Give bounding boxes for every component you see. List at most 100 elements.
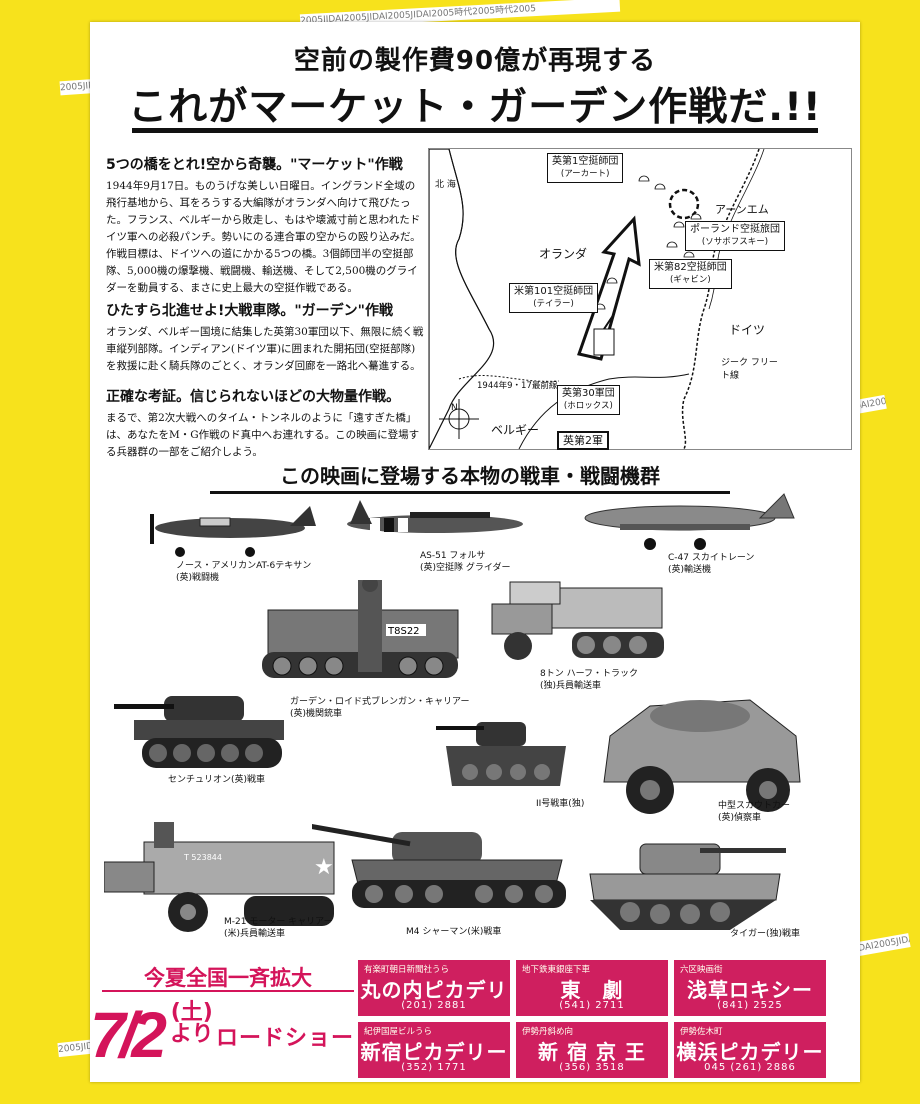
map-netherlands-label: オランダ <box>539 247 588 261</box>
section-body: 1944年9月17日。ものうげな美しい日曜日。イングランド全域の飛行基地から、耳… <box>106 180 421 294</box>
c47-skytrain-illustration <box>584 493 795 550</box>
vehicle-caption: M4 シャーマン(米)戦車 <box>406 926 501 938</box>
unit-commander: (ホロックス) <box>563 401 613 411</box>
vehicle-name: AS-51 フォルサ <box>420 551 486 561</box>
m4-sherman-illustration <box>312 823 566 908</box>
header-rule <box>132 128 818 133</box>
unit-name: 英第30軍団 <box>562 388 615 399</box>
theater-location: 地下鉄東銀座下車 <box>522 965 591 975</box>
vehicle-name: ノース・アメリカンAT-6テキサン <box>176 561 312 571</box>
map-arnhem-label: アーンエム <box>715 203 769 216</box>
map-graphic <box>429 149 765 449</box>
theater-location: 有楽町朝日新聞社うら <box>364 965 450 975</box>
release-weekday: (土) <box>170 1000 213 1025</box>
panzer-ii-illustration <box>436 722 566 786</box>
theater-location: 伊勢佐木町 <box>680 1027 723 1037</box>
centurion-tank-illustration <box>114 696 284 768</box>
theater-marunouchi: 有楽町朝日新聞社うら 丸の内ピカデリー (201) 2881 <box>358 960 510 1031</box>
horsa-glider-illustration <box>347 500 523 533</box>
theater-yokohama: 伊勢佐木町 横浜ピカデリー 045 (261) 2886 <box>674 1022 826 1078</box>
bren-carrier-illustration: T8S22 <box>262 580 459 678</box>
map-front-label: 1944年9・17最前線 <box>477 381 558 391</box>
section-garden: ひたすら北進せよ!大戦車隊。"ガーデン"作戦 オランダ、ベルギー国境に結集した英… <box>106 300 424 375</box>
header-title: これがマーケット・ガーデン作戦だ.!! <box>128 85 822 130</box>
theater-phone: 045 (261) 2886 <box>704 1062 796 1073</box>
vehicles-heading: この映画に登場する本物の戦車・戦闘機群 <box>210 460 730 494</box>
vehicle-caption: タイガー(独)戦車 <box>730 928 800 940</box>
theater-location: 伊勢丹斜め向 <box>522 1027 574 1037</box>
theater-name: 新宿ピカデリー <box>360 1040 508 1064</box>
release-date: 7/2 <box>90 999 167 1071</box>
theater-name: 横浜ピカデリー <box>676 1040 824 1064</box>
release-promo: 今夏全国一斉拡大 7/2 (土) より ロードショー 有楽町朝日新聞社うら 丸の… <box>90 956 860 1082</box>
map-siegfried-label: ジーク フリート線 <box>721 358 778 381</box>
theater-location: 六区映画街 <box>680 965 723 975</box>
unit-box-us-101st-airborne: 米第101空挺師団 (テイラー) <box>509 283 599 313</box>
theater-phone: (201) 2881 <box>401 1000 467 1011</box>
unit-commander: (ソサボフスキー) <box>701 237 769 247</box>
vehicle-type: (英)輸送機 <box>668 565 712 575</box>
roadshow-label: ロードショー <box>216 1026 355 1051</box>
m21-plate-text: T 523844 <box>183 853 222 862</box>
scout-car-illustration <box>603 699 801 814</box>
unit-name: 米第82空挺師団 <box>654 262 727 273</box>
theater-phone: (352) 1771 <box>401 1062 467 1073</box>
vehicle-caption: II号戦車(独) <box>536 798 584 810</box>
flyer-page: 空前の製作費90億が再現する これがマーケット・ガーデン作戦だ.!! 5つの橋を… <box>90 22 860 1082</box>
map-sea-label: 北 海 <box>435 180 456 190</box>
halftrack-illustration <box>491 581 664 660</box>
theater-location: 紀伊国屋ビルうら <box>364 1027 433 1037</box>
map-belgium-label: ベルギー <box>491 423 540 437</box>
vehicle-name: ガーデン・ロイド式ブレンガン・キャリアー <box>290 697 470 707</box>
vehicle-type: (英)空挺隊 グライダー <box>420 563 511 573</box>
vehicle-type: (英)偵察車 <box>718 813 762 823</box>
vehicle-caption: C-47 スカイトレーン (英)輸送機 <box>668 552 754 576</box>
theater-name: 丸の内ピカデリー <box>360 978 508 1031</box>
theater-shinjuku-keio: 伊勢丹斜め向 新 宿 京 王 (356) 3518 <box>516 1022 668 1078</box>
section-heading: 正確な考証。信じられないほどの大物量作戦。 <box>106 389 400 405</box>
release-day: (土) より <box>170 1002 214 1046</box>
unit-name: ポーランド空挺旅団 <box>690 224 780 235</box>
unit-commander: (アーカート) <box>560 169 610 179</box>
vehicle-name: タイガー(独)戦車 <box>730 929 801 939</box>
vehicle-type: (英)機関銃車 <box>290 709 343 719</box>
vehicle-caption: 中型スカウトカー(英)偵察車 <box>718 800 790 824</box>
m21-carrier-illustration: ★ T 523844 <box>104 822 335 932</box>
theater-togeki: 地下鉄東銀座下車 東 劇 (541) 2711 <box>516 960 668 1016</box>
vehicle-caption: M-21 モーター キャリアー (米)兵員輸送車 <box>224 916 333 940</box>
section-body: まるで、第2次大戦へのタイム・トンネルのように「遠すぎた橋」は、あなたをM・G作… <box>106 412 420 458</box>
unit-box-polish-brigade: ポーランド空挺旅団 (ソサボフスキー) <box>685 221 785 251</box>
vehicle-type: (英)戦闘機 <box>176 573 220 583</box>
theater-name: 浅草ロキシー <box>687 978 813 1002</box>
vehicle-type: (米)兵員輸送車 <box>224 929 286 939</box>
vehicle-caption: ノース・アメリカンAT-6テキサン (英)戦闘機 <box>176 560 311 584</box>
theater-name: 東 劇 <box>560 978 624 1002</box>
vehicle-caption: AS-51 フォルサ (英)空挺隊 グライダー <box>420 550 511 574</box>
section-accuracy: 正確な考証。信じられないほどの大物量作戦。 まるで、第2次大戦へのタイム・トンネ… <box>106 386 424 461</box>
svg-text:★: ★ <box>314 855 334 880</box>
unit-box-british-2nd-army: 英第2軍 <box>557 431 609 450</box>
release-banner: 今夏全国一斉拡大 <box>102 962 354 992</box>
vehicle-name: C-47 スカイトレーン <box>668 553 755 563</box>
unit-commander: (テイラー) <box>533 299 574 309</box>
section-heading: 5つの橋をとれ!空から奇襲。"マーケット"作戦 <box>106 157 403 173</box>
vehicle-name: M-21 モーター キャリアー <box>224 917 333 927</box>
unit-box-us-82nd-airborne: 米第82空挺師団 (ギャビン) <box>649 259 732 289</box>
unit-commander: (ギャビン) <box>670 275 711 285</box>
unit-box-british-1st-airborne: 英第1空挺師団 (アーカート) <box>547 153 624 183</box>
unit-name: 米第101空挺師団 <box>514 286 594 297</box>
theater-phone: (541) 2711 <box>559 1000 625 1011</box>
unit-name: 英第2軍 <box>563 434 603 447</box>
section-heading: ひたすら北進せよ!大戦車隊。"ガーデン"作戦 <box>106 303 393 319</box>
operation-map: 北 海 オランダ ドイツ ベルギー アーンエム ジーク フリート線 1944年9… <box>428 148 852 450</box>
theater-phone: (841) 2525 <box>717 1000 783 1011</box>
theater-phone: (356) 3518 <box>559 1062 625 1073</box>
vehicle-name: II号戦車(独) <box>536 799 585 809</box>
map-germany-label: ドイツ <box>729 323 766 337</box>
release-from: より <box>170 1022 214 1047</box>
header-kicker: 空前の製作費90億が再現する <box>293 46 657 76</box>
compass-north-label: N <box>451 403 458 413</box>
vehicle-type: (独)兵員輸送車 <box>540 681 602 691</box>
unit-box-british-30th-corps: 英第30軍団 (ホロックス) <box>557 385 620 415</box>
at6-texan-illustration <box>150 506 316 557</box>
